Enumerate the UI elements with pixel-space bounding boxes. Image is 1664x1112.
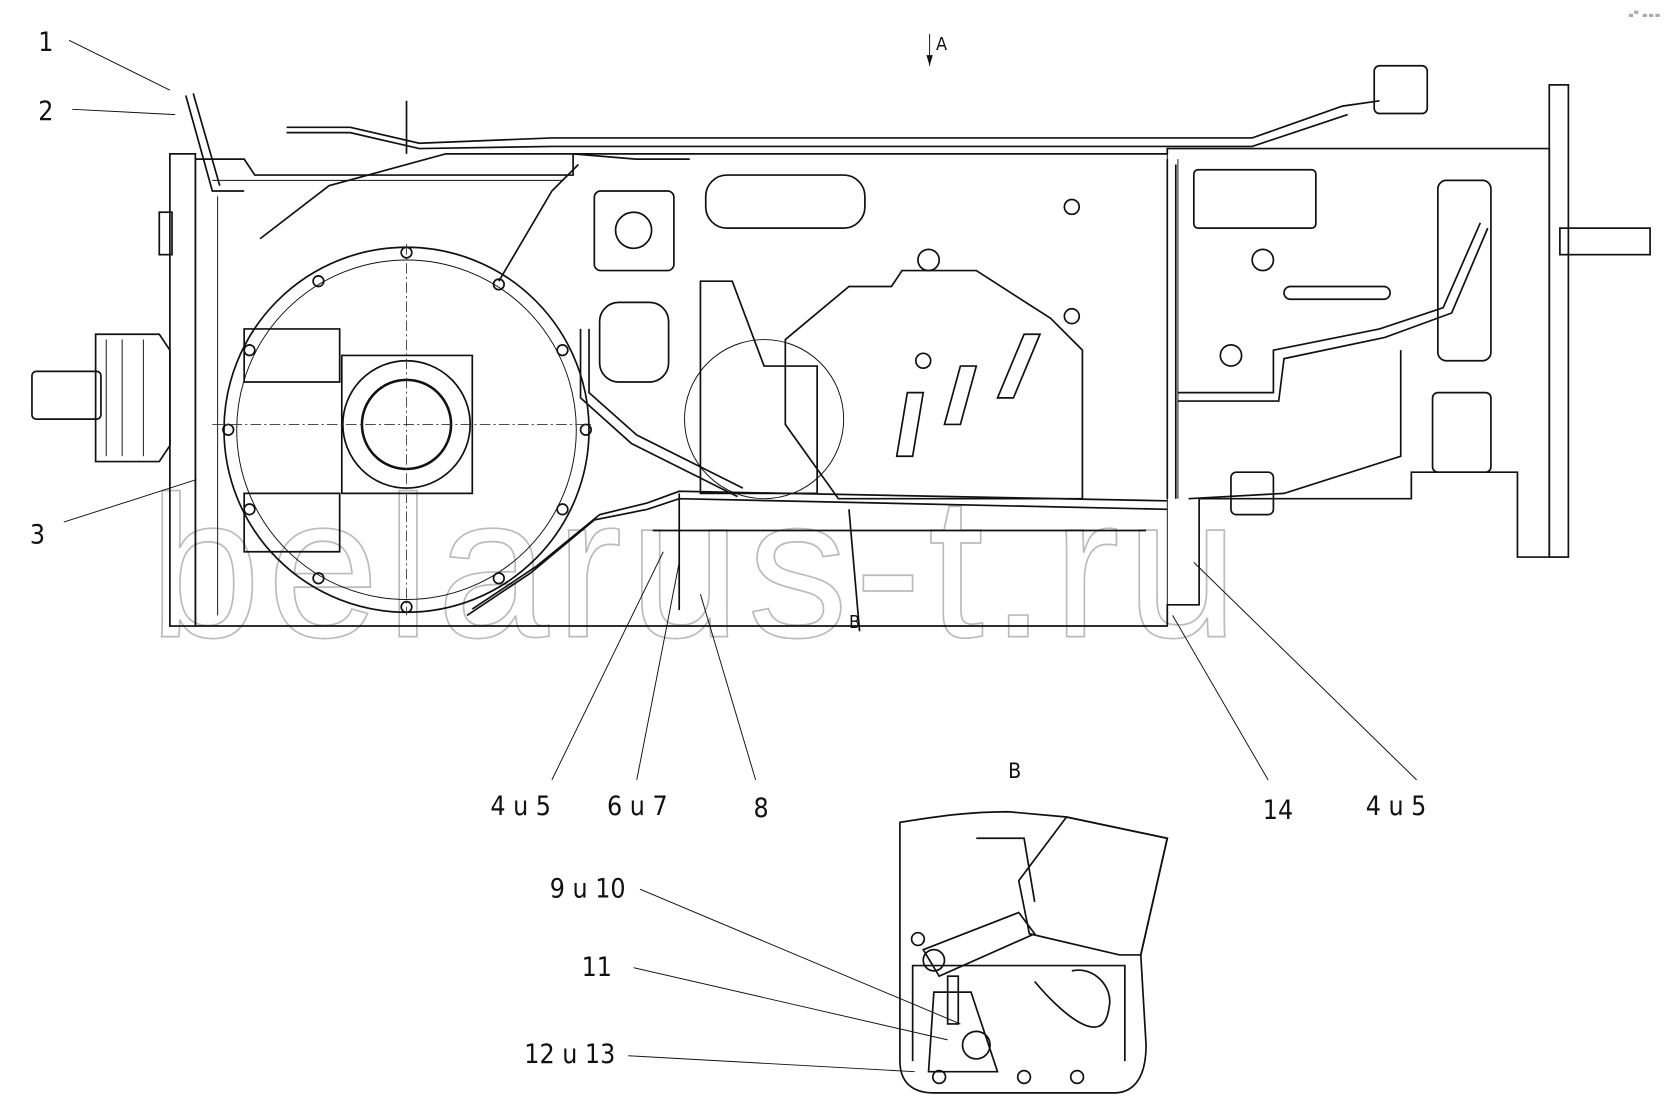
view-b-label: B (1008, 759, 1021, 784)
callout-11: 11 (582, 952, 612, 983)
bearing-housing (340, 354, 474, 495)
filter (704, 174, 866, 229)
input-shaft (31, 370, 102, 420)
hydraulic-cylinder (1437, 179, 1492, 362)
callout-12-13: 12 u 13 (524, 1039, 615, 1070)
callout-6-7: 6 u 7 (607, 791, 668, 822)
rear-plate (1548, 84, 1570, 558)
callout-labels: 1 2 3 4 u 5 6 u 7 8 14 4 u 5 9 u 10 11 1… (30, 27, 1427, 1070)
callout-1: 1 (38, 27, 53, 58)
pump (593, 190, 675, 272)
leader-lines (63, 39, 1417, 1073)
callout-4-5-right: 4 u 5 (1366, 791, 1427, 822)
corner-marks (1628, 10, 1660, 17)
coupling (94, 333, 171, 463)
callout-8: 8 (753, 793, 768, 824)
detail-view-b: B (899, 759, 1169, 1094)
callout-3: 3 (30, 519, 45, 550)
view-arrow-a: A (926, 34, 947, 66)
top-pipe (286, 99, 1380, 145)
callout-2: 2 (38, 96, 53, 127)
callout-14: 14 (1263, 795, 1293, 826)
section-mark-b: B (849, 612, 860, 633)
output-shaft (1559, 227, 1651, 256)
pipe-1 (184, 95, 245, 192)
view-a-label: A (936, 34, 947, 55)
top-cover (784, 269, 1084, 500)
section-line-b (848, 509, 861, 632)
main-assembly-view: B (31, 64, 1651, 633)
watermark: belarus-t.ru (149, 454, 1245, 680)
callout-4-5-left: 4 u 5 (490, 791, 551, 822)
callout-9-10: 9 u 10 (550, 874, 626, 905)
housing-outline (194, 147, 1551, 627)
